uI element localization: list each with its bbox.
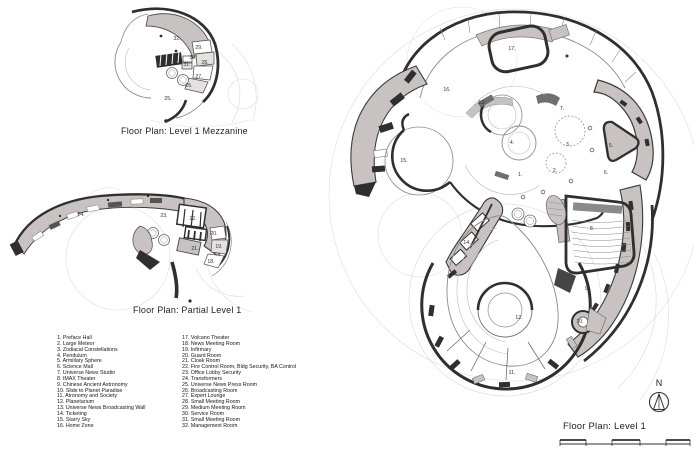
legend-item: 24. Transformers	[182, 375, 223, 382]
legend-item: 3. Zodiacal Constellations	[57, 346, 118, 353]
room-number-label: 2.	[553, 168, 557, 174]
room-number-label: 31.	[183, 62, 190, 68]
north-arrow	[648, 391, 670, 413]
context-lines	[328, 6, 694, 401]
room-number-label: 20.	[210, 231, 217, 237]
legend-item: 30. Service Room	[182, 410, 225, 417]
room-number-label: 1.	[518, 172, 522, 178]
outer-spiral-wall	[394, 10, 665, 221]
legend-item: 13. Universe News Broadcasting Wall	[57, 405, 146, 412]
volcano-theater-room	[475, 24, 570, 74]
scale-bar	[559, 439, 691, 446]
room-number-label: 25.	[164, 96, 171, 102]
room-number-label: 17.	[508, 46, 515, 52]
room-number-label: 28.	[201, 60, 208, 66]
room-number-label: 14.	[463, 240, 470, 246]
legend-item: 12. Planetarium	[57, 399, 95, 406]
room-number-label: 18.	[207, 259, 214, 265]
mezzanine-plan	[114, 7, 259, 128]
legend-item: 15. Starry Sky	[57, 416, 91, 423]
room-number-label: 16.	[443, 87, 450, 93]
legend-item: 9. Chinese Ancient Astronomy	[57, 381, 128, 388]
room-number-label: 27.	[195, 74, 202, 80]
level1-room-labels: 17. 16. 13. 7. 4. 3. 5. 15. 2. 1. 6. 8. 14. 9. 12. 10. 1…	[400, 46, 613, 376]
room-number-label: 13.	[478, 100, 485, 106]
room-number-label: 8.	[590, 226, 594, 232]
partial-level1-plan	[9, 187, 253, 313]
legend-item: 21. Cloak Room	[182, 358, 220, 365]
room-number-label: 6.	[604, 170, 608, 176]
legend-item: 8. IMAX Theater	[57, 375, 96, 382]
room-number-label: 23.	[160, 213, 167, 219]
legend-item: 22. Fire Control Room, Bldg Security, BA…	[182, 364, 297, 371]
room-number-label: 24.	[77, 212, 84, 218]
legend-item: 11. Atronomy and Society	[57, 393, 117, 400]
partial-title: Floor Plan: Partial Level 1	[133, 305, 242, 315]
legend-item: 25. Universe News Press Room	[182, 381, 258, 388]
legend-item: 17. Volcano Theater	[182, 335, 230, 341]
stairs	[155, 50, 183, 68]
legend-item: 14. Ticketing	[57, 410, 87, 417]
room-number-label: 4.	[510, 140, 514, 146]
mezzanine-rooms	[181, 39, 215, 94]
legend-item: 10. Slide to Planet Paradise	[57, 387, 123, 394]
center-exhibits	[464, 85, 595, 200]
legend-item: 26. Broadcasting Room	[182, 387, 238, 394]
room-number-label: 21.	[191, 246, 198, 252]
gallery-ticks	[439, 12, 637, 83]
legend-item: 28. Small Meeting Room	[182, 399, 240, 406]
room-number-label: 9.	[585, 286, 589, 292]
room-number-label: 32.	[173, 36, 180, 42]
level1-title: Floor Plan: Level 1	[563, 421, 647, 432]
planetarium-pod	[420, 215, 607, 391]
armillary-sphere-pod	[593, 79, 654, 181]
room-number-label: 30.	[189, 55, 196, 61]
legend-item: 19. Infirmary	[182, 346, 212, 353]
legend-item: 6. Science Mall	[57, 364, 93, 371]
room-number-label: 29.	[195, 45, 202, 51]
left-gallery-band	[350, 65, 428, 197]
legend-item: 4. Pendulum	[57, 352, 87, 359]
room-number-label: 12.	[515, 315, 522, 321]
legend-item: 18. News Meeting Room	[182, 340, 240, 347]
legend-item: 29. Medium Meeting Room	[182, 405, 246, 412]
legend-item: 31. Small Meeting Room	[182, 416, 240, 423]
room-number-label: 22.	[189, 216, 196, 222]
gallery-band	[13, 193, 185, 255]
room-number-label: 7.	[560, 106, 564, 112]
north-label: N	[655, 378, 663, 388]
room-number-label: 11.	[509, 370, 516, 376]
legend-item: 2. Large Meteor	[57, 340, 95, 347]
legend-item: 5. Armillary Sphere	[57, 358, 102, 365]
mezzanine-room-labels: 32. 29. 30. 28. 31. 27.26. 25.	[164, 36, 208, 102]
partial-room-labels: 24. 23. 22. 20. 19. 21. 18.	[77, 212, 222, 265]
legend-item: 27. Expert Lounge	[182, 393, 226, 400]
room-number-label: 10.	[576, 319, 583, 325]
exhibit-cases	[31, 194, 162, 242]
legend-item: 32. Management Room	[182, 422, 238, 429]
office-cluster	[175, 197, 232, 277]
legend-item: 16. Home Zone	[57, 422, 94, 429]
legend-item: 7. Universe News Studio	[57, 370, 115, 377]
room-number-label: 15.	[400, 158, 407, 164]
context-lines	[149, 43, 259, 128]
room-number-label: 3.	[566, 142, 570, 148]
level1-plan	[328, 6, 694, 401]
room-number-label: 19.	[215, 244, 222, 250]
rim-rooms	[428, 304, 578, 388]
outer-right-wall	[583, 204, 654, 363]
mezzanine-title: Floor Plan: Level 1 Mezzanine	[121, 126, 248, 136]
legend-item: 23. Office Lobby Security	[182, 370, 242, 377]
legend-item: 1. Preface Hall	[57, 335, 92, 341]
legend-item: 20. Guard Room	[182, 352, 222, 359]
room-number-label: 5.	[609, 143, 613, 149]
ticketing-cluster	[445, 195, 567, 279]
room-number-label: 26.	[185, 83, 192, 89]
